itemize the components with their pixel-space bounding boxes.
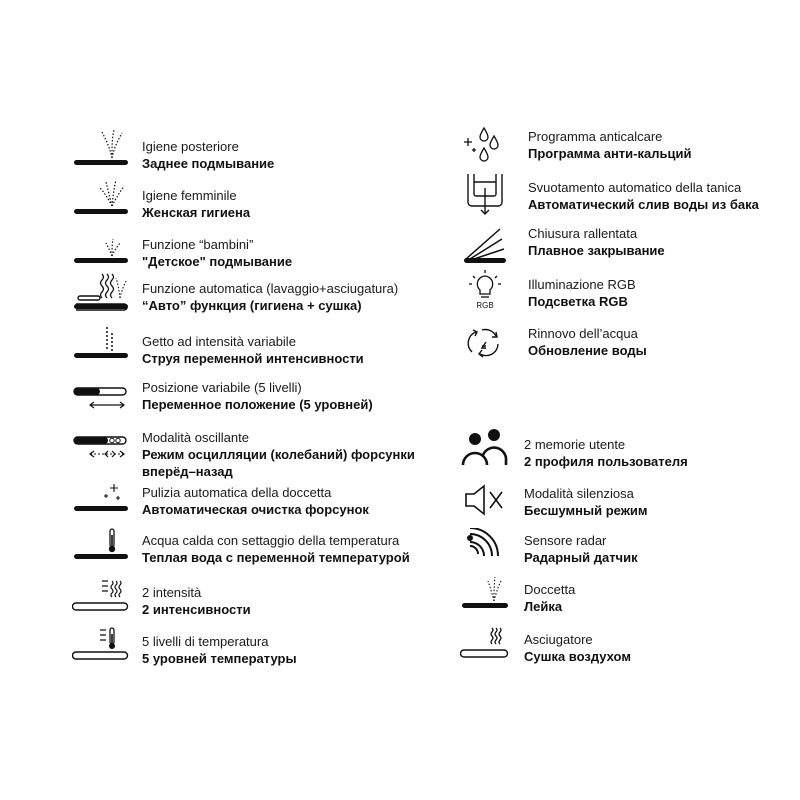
feature-title-ru: Программа анти-кальций: [528, 146, 692, 161]
feature-title-it: Rinnovo dell’acqua: [528, 326, 638, 341]
radar-sensor-icon: [460, 528, 510, 568]
feature-title-it: Funzione “bambini”: [142, 237, 254, 252]
feature-title-ru: "Детское" подмывание: [142, 254, 293, 269]
feature-five-temperature: 5 livelli di temperatura 5 уровней темпе…: [72, 624, 297, 667]
feature-oscillating-mode: Modalità oscillante Режим осцилляции (ко…: [72, 427, 442, 480]
variable-position-icon: [72, 378, 130, 414]
feature-soft-close: Chiusura rallentata Плавное закрывание: [460, 223, 665, 267]
feature-rear-wash: Igiene posteriore Заднее подмывание: [72, 124, 274, 172]
rear-wash-icon: [72, 124, 130, 168]
feature-title-it: Programma anticalcare: [528, 129, 663, 144]
feature-title-ru: Обновление воды: [528, 343, 647, 358]
feature-tank-drain: Svuotamento automatico della tanica Авто…: [460, 170, 759, 218]
feature-title-ru: “Авто” функция (гигиена + сушка): [142, 298, 362, 313]
variable-jet-icon: [72, 322, 130, 364]
feature-title-ru: 2 профиля пользователя: [524, 454, 688, 469]
feature-title-it: Sensore radar: [524, 533, 607, 548]
feature-silent-mode: Modalità silenziosa Бесшумный режим: [460, 480, 648, 520]
feature-title-ru: Лейка: [524, 599, 563, 614]
auto-function-icon: [72, 266, 130, 312]
feature-title-it: Chiusura rallentata: [528, 226, 638, 241]
user-profiles-icon: [460, 427, 510, 469]
feature-title-it: Svuotamento automatico della tanica: [528, 180, 742, 195]
feature-title-ru: Радарный датчик: [524, 550, 638, 565]
feature-title-it: Getto ad intensità variabile: [142, 334, 296, 349]
rgb-badge: RGB: [476, 301, 494, 310]
feature-title-it: 2 memorie utente: [524, 437, 626, 452]
feature-kids-wash: Funzione “bambini” "Детское" подмывание: [72, 225, 292, 270]
feature-title-ru: Плавное закрывание: [528, 243, 665, 258]
feature-title-it: Doccetta: [524, 582, 576, 597]
water-renewal-icon: [460, 322, 510, 362]
feature-title-ru: Бесшумный режим: [524, 503, 648, 518]
nozzle-cleaning-icon: [72, 478, 130, 518]
five-temperature-icon: [72, 624, 130, 664]
feature-title-ru: Заднее подмывание: [142, 156, 275, 171]
silent-mode-icon: [460, 480, 510, 520]
two-intensity-icon: [72, 575, 130, 615]
thermometer-icon: [72, 525, 130, 565]
feature-title-ru: 5 уровней температуры: [142, 651, 297, 666]
feature-title-it: Pulizia automatica della doccetta: [142, 485, 332, 500]
oscillating-mode-icon: [72, 427, 130, 463]
feature-title-ru: Автоматический слив воды из бака: [528, 197, 759, 212]
soft-close-icon: [460, 223, 510, 267]
feature-dryer: Asciugatore Сушка воздухом: [460, 622, 631, 665]
feature-title-ru: Женская гигиена: [142, 205, 251, 220]
feature-title-it: Modalità oscillante: [142, 430, 249, 445]
feature-variable-jet: Getto ad intensità variabile Струя перем…: [72, 322, 364, 367]
feature-title-ru: Сушка воздухом: [524, 649, 631, 664]
feature-radar-sensor: Sensore radar Радарный датчик: [460, 528, 638, 568]
shower-icon: [460, 573, 510, 615]
feature-two-intensity: 2 intensità 2 интенсивности: [72, 575, 251, 618]
feature-title-it: 2 intensità: [142, 585, 202, 600]
feature-variable-position: Posizione variabile (5 livelli) Переменн…: [72, 378, 373, 414]
feature-title-it: Asciugatore: [524, 632, 593, 647]
feature-title-it: Illuminazione RGB: [528, 277, 636, 292]
feature-rgb-light: RGB Illuminazione RGB Подсветка RGB: [460, 268, 636, 314]
feature-title-ru: Подсветка RGB: [528, 294, 628, 309]
rgb-light-icon: RGB: [460, 268, 510, 314]
feature-title-ru: Теплая вода с переменной температурой: [142, 550, 410, 565]
feature-title-ru: Струя переменной интенсивности: [142, 351, 364, 366]
feature-user-profiles: 2 memorie utente 2 профиля пользователя: [460, 427, 688, 470]
feature-title-ru: Автоматическая очистка форсунок: [142, 502, 369, 517]
feature-title-it: 5 livelli di temperatura: [142, 634, 269, 649]
feature-shower: Doccetta Лейка: [460, 573, 575, 615]
feature-anti-limescale: Programma anticalcare Программа анти-кал…: [460, 124, 691, 166]
feature-nozzle-cleaning: Pulizia automatica della doccetta Автома…: [72, 478, 369, 518]
kids-wash-icon: [72, 225, 130, 267]
feminine-wash-icon: [72, 176, 130, 218]
feature-water-renewal: Rinnovo dell’acqua Обновление воды: [460, 322, 647, 362]
tank-drain-icon: [460, 170, 510, 218]
dryer-icon: [460, 622, 510, 664]
anti-limescale-icon: [460, 124, 510, 166]
feature-title-it: Funzione automatica (lavaggio+asciugatur…: [142, 281, 399, 296]
feature-auto-function: Funzione automatica (lavaggio+asciugatur…: [72, 266, 398, 314]
feature-title-it: Igiene femminile: [142, 188, 237, 203]
feature-warm-water: Acqua calda con settaggio della temperat…: [72, 525, 410, 566]
feature-feminine-wash: Igiene femminile Женская гигиена: [72, 176, 250, 221]
feature-title-it: Posizione variabile (5 livelli): [142, 380, 302, 395]
feature-title-it: Igiene posteriore: [142, 139, 239, 154]
feature-title-it: Acqua calda con settaggio della temperat…: [142, 533, 400, 548]
feature-title-ru: Переменное положение (5 уровней): [142, 397, 373, 412]
feature-title-ru: Режим осцилляции (колебаний) форсунки вп…: [142, 447, 415, 479]
feature-title-it: Modalità silenziosa: [524, 486, 634, 501]
feature-title-ru: 2 интенсивности: [142, 602, 251, 617]
